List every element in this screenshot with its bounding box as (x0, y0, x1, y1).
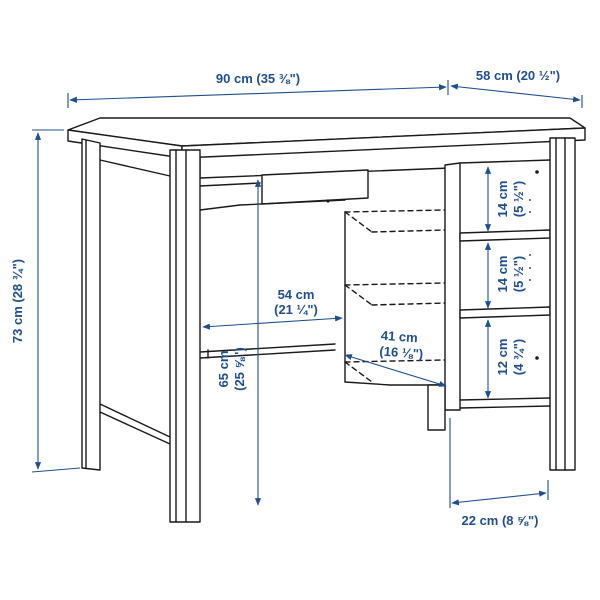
knee-height-in-label: (25 ⅝") (232, 347, 247, 391)
desktop (67, 117, 586, 159)
shelf-unit (344, 159, 551, 431)
shelf-3-in-label: (4 ¾") (511, 339, 526, 376)
left-side-panel (81, 138, 171, 471)
height-label: 73 cm (28 ¾") (10, 259, 25, 343)
shelf-width-dim-line (451, 490, 547, 506)
shelf-1-in-label: (5 ½") (511, 181, 526, 218)
shelf-2-label: 14 cm (495, 256, 510, 293)
knee-width-label: 54 cm (278, 287, 315, 302)
knee-width-dim-line (202, 315, 343, 330)
front-left-leg (169, 149, 201, 523)
knee-height-label: 65 cm (216, 351, 231, 388)
front-apron (199, 157, 451, 205)
shelf-depth-in-label: (16 ⅛") (379, 344, 424, 362)
width-dim-line (69, 84, 447, 103)
shelf-1-label: 14 cm (495, 181, 510, 218)
dimension-labels: 90 cm (35 ⅜") 58 cm (20 ½") 73 cm (28 ¾"… (10, 68, 560, 528)
width-label: 90 cm (35 ⅜") (216, 71, 300, 86)
height-ext-bottom (31, 467, 81, 473)
knee-width-in-label: (21 ¼") (274, 302, 318, 317)
rear-rail (199, 199, 346, 359)
depth-label: 58 cm (20 ½") (476, 68, 560, 83)
shelf-2-in-label: (5 ½") (511, 256, 526, 293)
shelf-depth-dim-line (344, 354, 447, 387)
depth-dim-line (450, 83, 581, 103)
shelf-width-label: 22 cm (8 ⅝") (462, 513, 539, 528)
front-right-leg (549, 137, 576, 471)
dimension-lines (31, 80, 583, 508)
desk-drawing (67, 117, 586, 523)
shelf-3-label: 12 cm (495, 339, 510, 376)
shelf-depth-label: 41 cm (380, 328, 418, 346)
